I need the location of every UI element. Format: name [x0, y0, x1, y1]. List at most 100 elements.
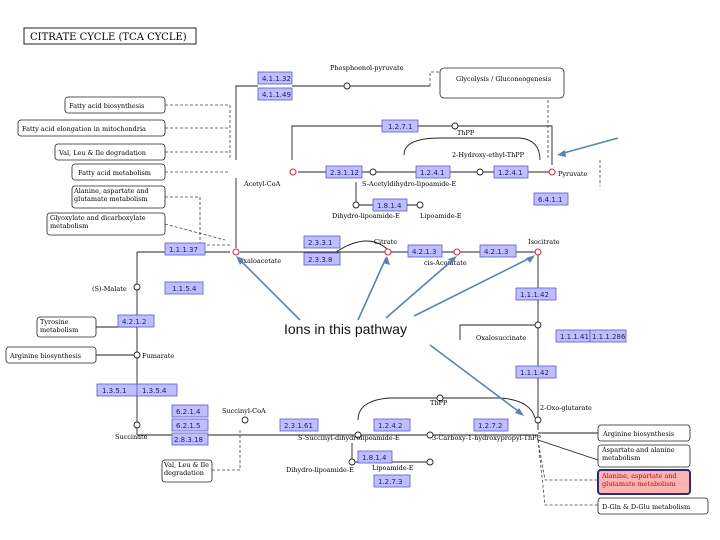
node-dihydro1	[352, 201, 360, 209]
svg-text:1.2.7.3: 1.2.7.3	[378, 478, 403, 486]
enzyme-1.1.1.42-b[interactable]: 1.1.1.42	[515, 365, 557, 379]
svg-text:1.2.7.1: 1.2.7.1	[388, 123, 413, 131]
node-oxaloacetate-ion	[232, 248, 240, 256]
svg-text:1.3.5.1: 1.3.5.1	[102, 387, 127, 395]
enzyme-4.2.1.3-a[interactable]: 4.2.1.3	[407, 244, 443, 258]
node-oxoglutarate	[534, 416, 542, 424]
svg-text:4.1.1.49: 4.1.1.49	[262, 91, 291, 99]
enzyme-2.3.1.12[interactable]: 2.3.1.12	[325, 165, 363, 179]
svg-text:6.2.1.4: 6.2.1.4	[176, 408, 201, 416]
label-succinate: Succinate	[115, 433, 148, 441]
label-succinylcoa: Succinyl-CoA	[222, 407, 266, 415]
svg-text:1.2.7.2: 1.2.7.2	[478, 422, 503, 430]
enzyme-1.3.5.1[interactable]: 1.3.5.1	[96, 383, 138, 397]
label-citrate: Citrate	[374, 238, 397, 246]
enzyme-1.2.7.1[interactable]: 1.2.7.1	[381, 119, 419, 133]
label-dihydro2: Dihydro-lipoamide-E	[286, 466, 354, 474]
node-carboxy	[426, 431, 434, 439]
node-pep	[343, 82, 351, 90]
node-succinate	[133, 421, 141, 429]
node-ssuccinyl	[354, 431, 362, 439]
node-hydroxy	[476, 168, 484, 176]
enzyme-1.8.1.4-b[interactable]: 1.8.1.4	[357, 450, 393, 464]
enzyme-2.3.3.1[interactable]: 2.3.3.1	[303, 235, 341, 249]
label-pyruvate: Pyruvate	[558, 170, 587, 178]
node-acetylcoa-ion	[289, 168, 297, 176]
svg-text:1.2.4.1: 1.2.4.1	[420, 169, 445, 177]
enzyme-1.1.1.42-a[interactable]: 1.1.1.42	[515, 287, 557, 301]
label-dihydro1: Dihydro-lipoamide-E	[332, 212, 400, 220]
enzyme-1.1.1.41[interactable]: 1.1.1.41	[555, 329, 591, 343]
label-lipoamide2: Lipoamide-E	[372, 464, 414, 472]
node-dihydro2	[348, 458, 356, 466]
svg-text:1.1.5.4: 1.1.5.4	[172, 285, 197, 293]
svg-text:1.1.1.42: 1.1.1.42	[520, 369, 549, 377]
enzyme-6.2.1.4[interactable]: 6.2.1.4	[171, 404, 209, 418]
enzyme-1.2.4.2[interactable]: 1.2.4.2	[373, 418, 411, 432]
enzyme-1.1.1.37[interactable]: 1.1.1.37	[164, 242, 206, 256]
enzyme-2.8.3.18[interactable]: 2.8.3.18	[171, 432, 209, 446]
ion-annotation-arrows	[236, 137, 619, 416]
enzyme-boxes: 4.1.1.32 4.1.1.49 1.2.7.1 1.2.4.1 1.2.4.…	[96, 71, 627, 488]
pathway-val-leu-ile-degradation-2[interactable]: Val, Leu & Ile degradation	[161, 459, 213, 483]
enzyme-4.2.1.3-b[interactable]: 4.2.1.3	[479, 244, 517, 258]
enzyme-1.2.7.3[interactable]: 1.2.7.3	[373, 474, 411, 488]
svg-text:D-Gln & D-Glu metabolism: D-Gln & D-Glu metabolism	[602, 503, 690, 511]
pathway-arginine-biosynthesis-right[interactable]: Arginine biosynthesis	[597, 424, 691, 442]
label-lipoamide1: Lipoamide-E	[420, 212, 462, 220]
node-smalate	[133, 283, 141, 291]
svg-text:Arginine biosynthesis: Arginine biosynthesis	[602, 430, 674, 438]
pathway-val-leu-ile-degradation[interactable]: Val, Leu & Ile degradation	[54, 143, 166, 161]
ions-annotation-text: Ions in this pathway	[284, 321, 407, 337]
svg-text:Fatty acid elongation in mitoc: Fatty acid elongation in mitochondria	[22, 125, 146, 133]
enzyme-2.3.3.8[interactable]: 2.3.3.8	[303, 252, 341, 266]
enzyme-6.4.1.1[interactable]: 6.4.1.1	[533, 192, 569, 206]
label-smalate: (S)-Malate	[92, 285, 127, 293]
pathway-aspartate-alanine[interactable]: Aspartate and alanine metabolism	[597, 444, 691, 468]
svg-text:2.3.3.1: 2.3.3.1	[308, 239, 333, 247]
diagram-title: CITRATE CYCLE (TCA CYCLE)	[30, 32, 187, 43]
pathway-d-gln-d-glu[interactable]: D-Gln & D-Glu metabolism	[597, 497, 709, 515]
pathway-alanine-aspartate-glutamate[interactable]: Alanine, aspartate and glutamate metabol…	[71, 185, 166, 209]
enzyme-4.1.1.32[interactable]: 4.1.1.32	[257, 71, 293, 85]
node-cisaconitate-ion	[453, 248, 461, 256]
enzyme-4.1.1.49[interactable]: 4.1.1.49	[257, 87, 293, 101]
enzyme-1.1.1.286[interactable]: 1.1.1.286	[589, 329, 627, 343]
enzyme-1.1.5.4[interactable]: 1.1.5.4	[164, 281, 204, 295]
label-pep: Phosphoenol-pyruvate	[330, 64, 404, 72]
pathway-arginine-biosynthesis-left[interactable]: Arginine biosynthesis	[5, 346, 97, 364]
left-pathway-boxes: Fatty acid biosynthesis Fatty acid elong…	[5, 96, 213, 483]
pathway-fatty-acid-elongation[interactable]: Fatty acid elongation in mitochondria	[17, 119, 166, 137]
pathway-glycolysis-gluconeogenesis[interactable]: Glycolysis / Gluconeogenesis	[439, 67, 565, 99]
title-box	[23, 27, 197, 45]
svg-text:1.2.4.1: 1.2.4.1	[498, 169, 523, 177]
enzyme-4.2.1.2[interactable]: 4.2.1.2	[117, 314, 155, 328]
enzyme-6.2.1.5[interactable]: 6.2.1.5	[171, 418, 209, 432]
enzyme-2.3.1.61[interactable]: 2.3.1.61	[279, 418, 319, 432]
label-carboxy: 3-Carboxy-1-hydroxypropyl-ThPP	[432, 434, 542, 442]
svg-text:1.1.1.37: 1.1.1.37	[169, 246, 198, 254]
right-pathway-boxes: Glycolysis / Gluconeogenesis Arginine bi…	[439, 67, 709, 515]
enzyme-1.3.5.4[interactable]: 1.3.5.4	[136, 383, 178, 397]
pathway-glyoxylate-dicarboxylate[interactable]: Glyoxylate and dicarboxylate metabolism	[46, 212, 166, 236]
node-thpp1	[451, 122, 459, 130]
pathway-alanine-aspartate-glutamate-highlight[interactable]: Alanine, aspartate and glutamate metabol…	[597, 469, 691, 495]
svg-text:2.8.3.18: 2.8.3.18	[174, 436, 203, 444]
node-isocitrate-ion	[534, 248, 542, 256]
pathway-fatty-acid-biosynthesis[interactable]: Fatty acid biosynthesis	[64, 96, 166, 114]
node-oxalosuccinate	[534, 321, 542, 329]
enzyme-1.2.4.1-b[interactable]: 1.2.4.1	[493, 165, 529, 179]
enzyme-1.8.1.4-a[interactable]: 1.8.1.4	[372, 198, 408, 212]
enzyme-1.2.7.2[interactable]: 1.2.7.2	[473, 418, 509, 432]
pathway-tyrosine-metabolism[interactable]: Tyrosine metabolism	[36, 316, 97, 338]
svg-text:2.3.3.8: 2.3.3.8	[308, 256, 333, 264]
pathway-fatty-acid-metabolism[interactable]: Fatty acid metabolism	[71, 163, 166, 181]
svg-text:1.2.4.2: 1.2.4.2	[378, 422, 403, 430]
label-oxaloacetate: Oxaloacetate	[238, 257, 281, 265]
svg-text:Val, Leu & Ile degradation: Val, Leu & Ile degradation	[58, 149, 146, 157]
enzyme-1.2.4.1-a[interactable]: 1.2.4.1	[415, 165, 451, 179]
svg-text:2.3.1.12: 2.3.1.12	[330, 169, 359, 177]
svg-text:1.3.5.4: 1.3.5.4	[142, 387, 167, 395]
svg-text:1.8.1.4: 1.8.1.4	[362, 454, 387, 462]
label-thpp1: ThPP	[457, 129, 475, 137]
